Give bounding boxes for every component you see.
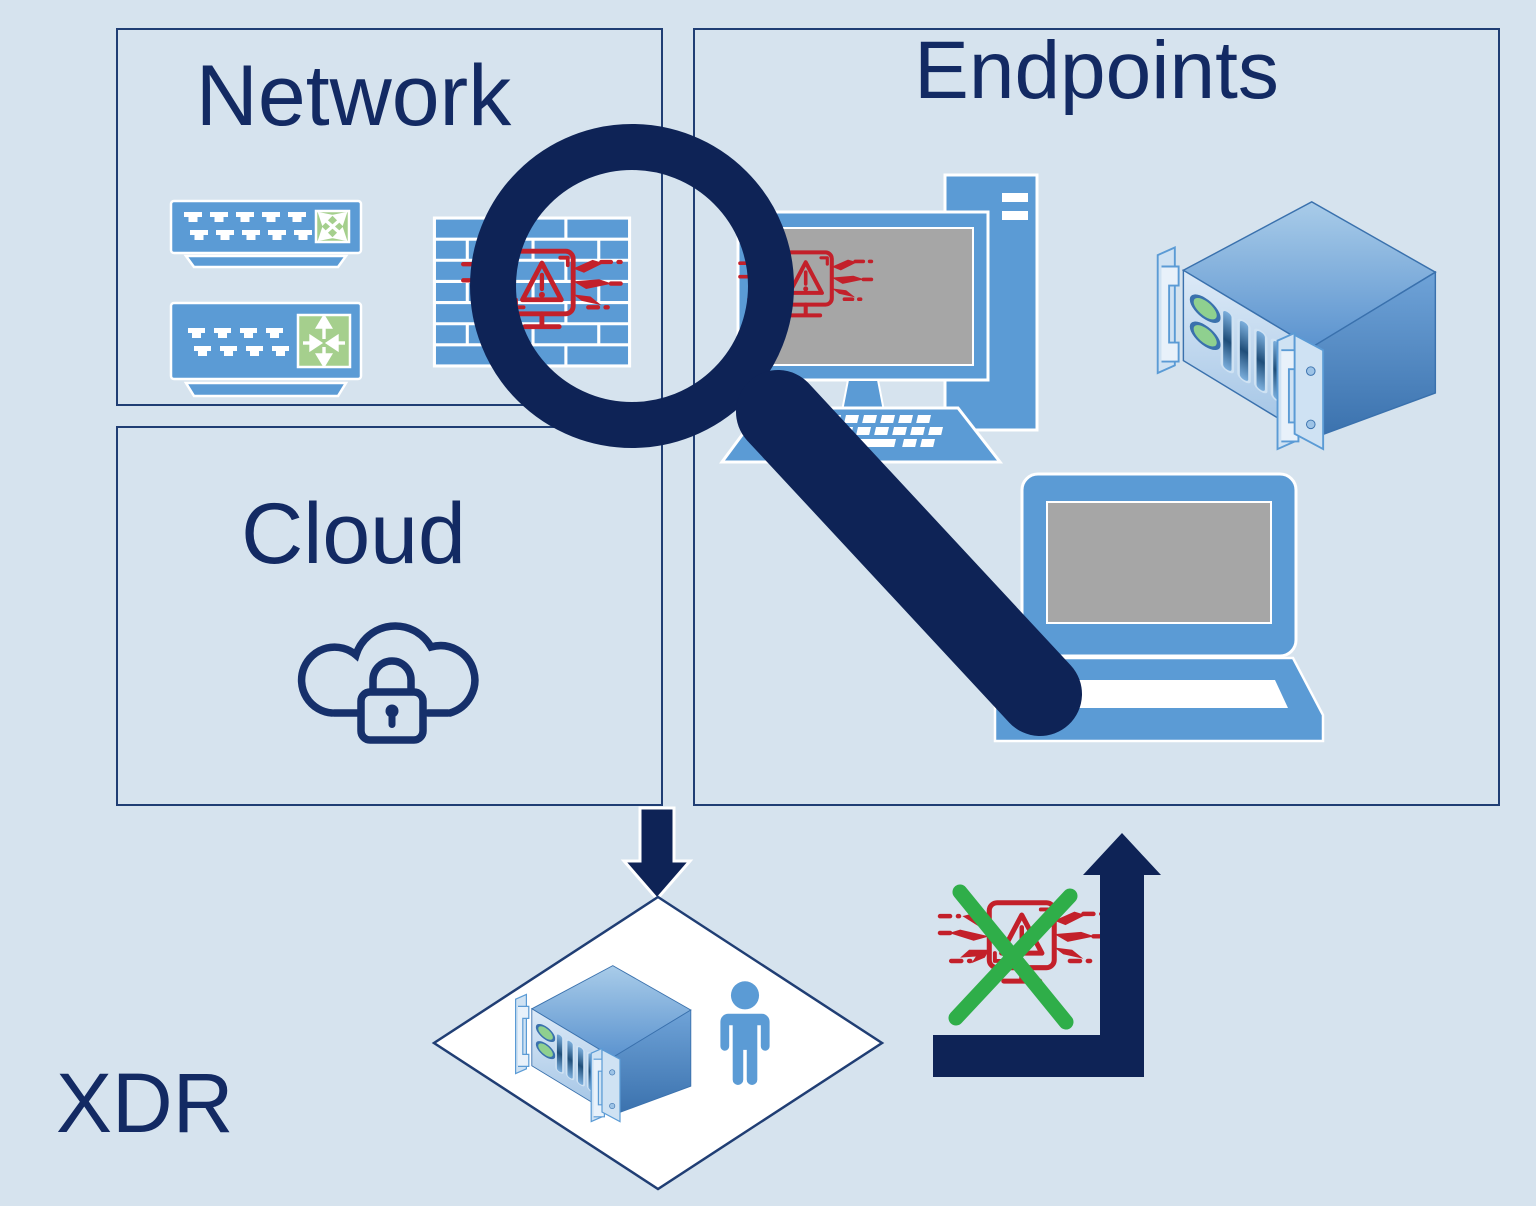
endpoints-title: Endpoints [914, 25, 1279, 116]
firewall-breach-icon [432, 216, 632, 368]
xdr-server-icon [514, 964, 692, 1123]
analyst-person-icon [720, 981, 770, 1085]
network-switch-icon [169, 199, 363, 269]
laptop-screen [1046, 501, 1272, 624]
lock-icon [357, 657, 427, 744]
cloud-title: Cloud [241, 486, 466, 582]
desktop-computer-icon [719, 173, 1039, 464]
down-arrow-icon [620, 806, 694, 902]
monitor-screen [752, 227, 974, 366]
up-arrow-icon [933, 833, 1161, 1077]
blocked-threat-icon [928, 884, 1113, 1030]
xdr-label: XDR [56, 1056, 234, 1150]
network-title: Network [195, 48, 512, 144]
cloud-security-icon [297, 622, 479, 744]
block-x-icon [948, 884, 1078, 1030]
server-rack-icon [1156, 200, 1437, 451]
router-ports [188, 328, 289, 356]
laptop-icon [993, 472, 1325, 743]
network-router-icon [169, 301, 363, 398]
switch-ports [184, 212, 312, 240]
cloud-section-box [116, 426, 663, 806]
